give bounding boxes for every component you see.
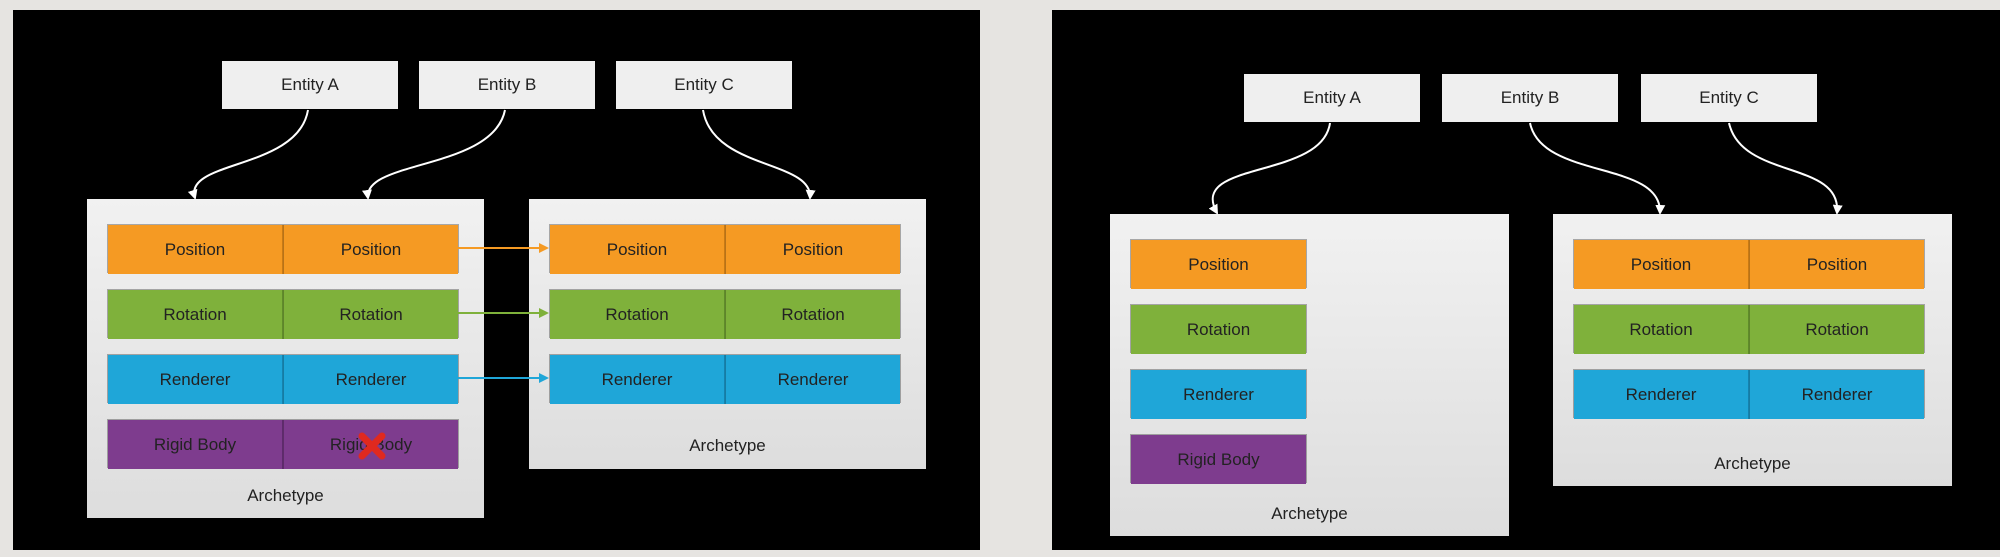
rigid-body-cell: Rigid Body xyxy=(108,420,283,469)
remove-x-icon xyxy=(358,432,386,460)
arrow-entity-b xyxy=(1529,122,1666,215)
entity-c-box: Entity C xyxy=(616,61,792,109)
position-cell: Position xyxy=(108,225,283,274)
arrow-entity-b xyxy=(362,109,506,200)
rotation-cell: Rotation xyxy=(1574,305,1749,354)
archetype-entity-bc: Position Position Rotation Rotation Rend… xyxy=(1553,214,1952,486)
component-row-renderer: Renderer Renderer xyxy=(1573,369,1925,419)
component-row-renderer: Renderer Renderer xyxy=(107,354,459,404)
renderer-cell: Renderer xyxy=(725,355,900,404)
archetype-label: Archetype xyxy=(247,486,324,505)
component-row-renderer: Renderer xyxy=(1130,369,1307,419)
position-cell: Position xyxy=(1749,240,1924,289)
rigid-body-cell: Rigid Body xyxy=(1131,435,1306,484)
component-row-rotation: Rotation Rotation xyxy=(107,289,459,339)
position-cell: Position xyxy=(725,225,900,274)
arrow-entity-a xyxy=(1208,122,1331,215)
component-row-rigid-body: Rigid Body xyxy=(1130,434,1307,484)
archetype-entity-a: Position Rotation Renderer Rigid Body Ar… xyxy=(1110,214,1509,536)
renderer-cell: Renderer xyxy=(1574,370,1749,419)
archetype-target: Position Position Rotation Rotation Rend… xyxy=(529,199,926,469)
position-cell: Position xyxy=(550,225,725,274)
diagram-right-panel: Entity A Entity B Entity C Position Rota… xyxy=(1052,10,2000,550)
component-row-rotation: Rotation Rotation xyxy=(1573,304,1925,354)
rigid-body-cell: Rigid Body xyxy=(283,420,458,469)
renderer-cell: Renderer xyxy=(550,355,725,404)
component-row-position: Position Position xyxy=(1573,239,1925,289)
archetype-label: Archetype xyxy=(689,436,766,455)
entity-a-box: Entity A xyxy=(222,61,398,109)
renderer-cell: Renderer xyxy=(283,355,458,404)
renderer-cell: Renderer xyxy=(1749,370,1924,419)
rotation-cell: Rotation xyxy=(725,290,900,339)
rotation-cell: Rotation xyxy=(283,290,458,339)
position-cell: Position xyxy=(1131,240,1306,289)
arrow-entity-c xyxy=(1728,122,1843,215)
diagram-left-panel: Entity A Entity B Entity C Position Posi… xyxy=(13,10,980,550)
archetype-label: Archetype xyxy=(1714,454,1791,473)
entity-a-box: Entity A xyxy=(1244,74,1420,122)
component-row-rotation: Rotation Rotation xyxy=(549,289,901,339)
rotation-cell: Rotation xyxy=(108,290,283,339)
renderer-cell: Renderer xyxy=(1131,370,1306,419)
archetype-label: Archetype xyxy=(1271,504,1348,523)
rotation-cell: Rotation xyxy=(550,290,725,339)
component-row-rigid-body: Rigid Body Rigid Body xyxy=(107,419,459,469)
position-cell: Position xyxy=(283,225,458,274)
component-row-position: Position Position xyxy=(549,224,901,274)
component-row-renderer: Renderer Renderer xyxy=(549,354,901,404)
rotation-cell: Rotation xyxy=(1131,305,1306,354)
renderer-cell: Renderer xyxy=(108,355,283,404)
arrow-entity-c xyxy=(702,109,816,200)
component-row-position: Position xyxy=(1130,239,1307,289)
component-row-rotation: Rotation xyxy=(1130,304,1307,354)
rotation-cell: Rotation xyxy=(1749,305,1924,354)
entity-c-box: Entity C xyxy=(1641,74,1817,122)
entity-b-box: Entity B xyxy=(1442,74,1618,122)
archetype-main: Position Position Rotation Rotation Rend… xyxy=(87,199,484,518)
entity-b-box: Entity B xyxy=(419,61,595,109)
component-row-position: Position Position xyxy=(107,224,459,274)
arrow-entity-a xyxy=(187,109,309,200)
position-cell: Position xyxy=(1574,240,1749,289)
